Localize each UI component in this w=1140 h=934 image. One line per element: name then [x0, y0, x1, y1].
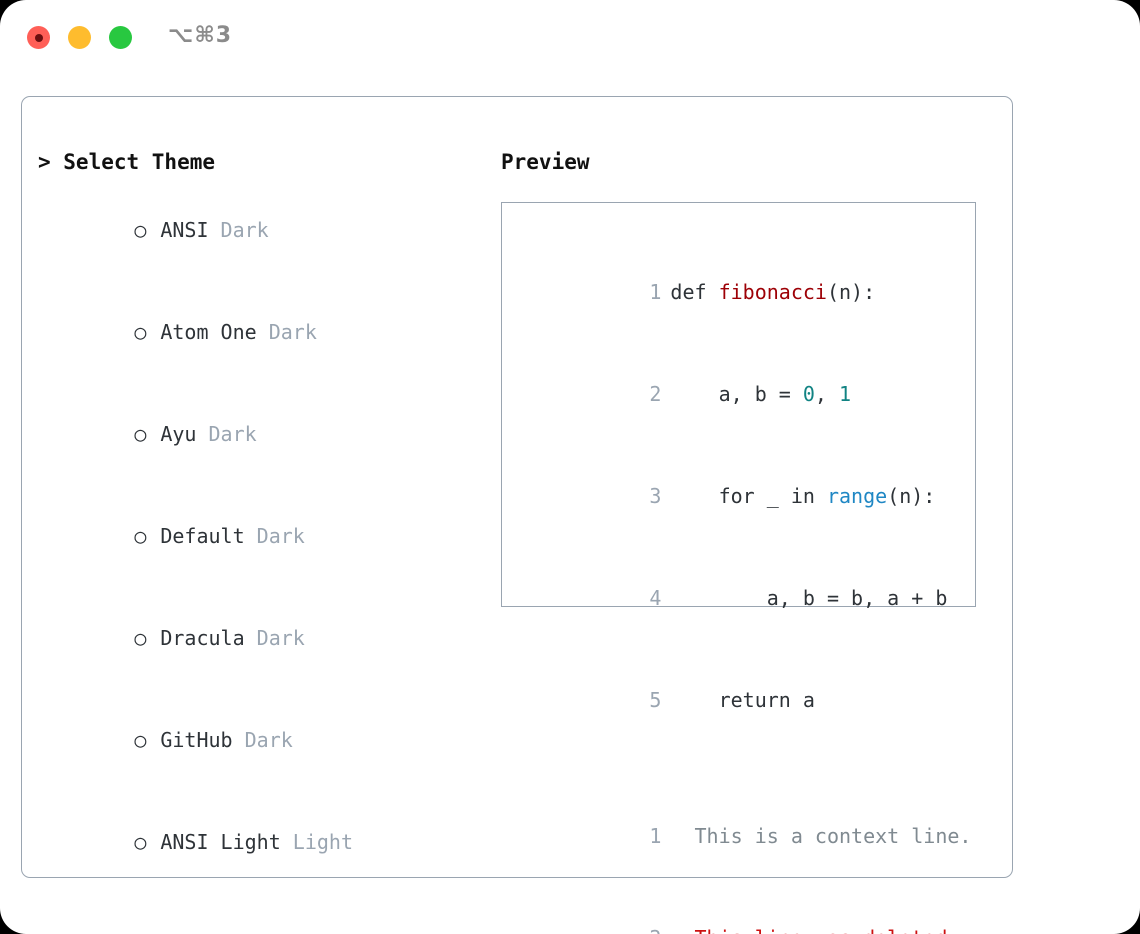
code-diff-spacer — [502, 751, 975, 785]
theme-variant: Dark — [268, 320, 317, 344]
radio-icon[interactable]: ○ — [134, 626, 147, 650]
theme-variant: Light — [281, 932, 341, 934]
code-token-function: fibonacci — [718, 280, 827, 304]
minimize-button[interactable] — [68, 26, 91, 49]
theme-name: Ayu Light — [160, 932, 268, 934]
radio-icon[interactable]: ○ — [134, 422, 147, 446]
preview-header: Preview — [501, 150, 590, 174]
content-panel: > Select Theme ○ ANSI Dark ○ Atom One Dark… — [21, 96, 1013, 934]
radio-icon[interactable]: ○ — [134, 218, 147, 242]
diff-marker-minus: - — [670, 926, 694, 934]
radio-icon[interactable]: ○ — [134, 728, 147, 752]
code-line: 5 return a — [502, 649, 975, 751]
code-token-number: 0 — [802, 382, 815, 406]
line-number: 2 — [649, 382, 662, 406]
theme-variant: Dark — [244, 728, 293, 752]
code-line: 2 a, b = 0, 1 — [502, 343, 975, 445]
theme-name: Dracula — [160, 626, 245, 650]
line-number: 4 — [649, 586, 662, 610]
theme-variant: Dark — [220, 218, 269, 242]
diff-text: This is a context line. — [694, 824, 972, 848]
code-line: 4 a, b = b, a + b — [502, 547, 975, 649]
code-token: def — [670, 280, 719, 304]
theme-option[interactable]: ○ Atom One Dark — [38, 281, 478, 383]
code-line: 1 def fibonacci(n): — [502, 241, 975, 343]
diff-line-context: 1 This is a context line. — [502, 785, 975, 887]
code-token: a, b = — [670, 382, 803, 406]
theme-name: ANSI — [160, 218, 209, 242]
code-token: , — [814, 382, 840, 406]
diff-line-deleted: 2 - This line was deleted. — [502, 887, 975, 934]
theme-variant: Dark — [256, 524, 305, 548]
code-token: (n): — [826, 280, 876, 304]
radio-icon[interactable]: ○ — [134, 830, 147, 854]
traffic-lights — [27, 26, 132, 49]
code-token: a, b = b, a + b — [670, 586, 948, 610]
radio-icon[interactable]: ○ — [134, 524, 147, 548]
theme-option[interactable]: ○ GitHub Dark — [38, 689, 478, 791]
diff-marker — [670, 824, 694, 848]
radio-icon[interactable]: ○ — [134, 927, 160, 934]
theme-option[interactable]: ○ Default Dark — [38, 485, 478, 587]
theme-name: Atom One — [160, 320, 257, 344]
theme-variant: Light — [292, 830, 354, 854]
theme-name: GitHub — [160, 728, 233, 752]
line-number: 2 — [633, 921, 661, 934]
code-token: for _ in — [670, 484, 827, 508]
theme-option[interactable]: ○ ANSI Dark — [38, 179, 478, 281]
line-number: 5 — [649, 688, 662, 712]
theme-option[interactable]: ○Ayu Light Light — [38, 893, 478, 934]
theme-variant: Dark — [208, 422, 257, 446]
code-line: 3 for _ in range(n): — [502, 445, 975, 547]
line-number: 3 — [649, 484, 662, 508]
line-number: 1 — [649, 280, 662, 304]
maximize-button[interactable] — [109, 26, 132, 49]
select-theme-header: > Select Theme — [38, 150, 216, 174]
theme-option[interactable]: ○ Dracula Dark — [38, 587, 478, 689]
theme-option[interactable]: ○ Ayu Dark — [38, 383, 478, 485]
theme-name: Default — [160, 524, 245, 548]
theme-picker-column: > Select Theme ○ ANSI Dark ○ Atom One Dark… — [38, 145, 478, 934]
theme-option[interactable]: ○ ANSI Light Light — [38, 791, 478, 893]
diff-text: This line was deleted. — [695, 926, 960, 934]
line-number: 1 — [649, 824, 662, 848]
code-token: (n): — [887, 484, 936, 508]
code-token-call: range — [826, 484, 888, 508]
theme-name: ANSI Light — [160, 830, 281, 854]
close-button[interactable] — [27, 26, 50, 49]
radio-icon[interactable]: ○ — [134, 320, 147, 344]
code-token: return a — [670, 688, 815, 712]
theme-variant: Dark — [256, 626, 305, 650]
keyboard-shortcut-label: ⌥⌘3 — [168, 23, 233, 48]
code-token-number: 1 — [839, 382, 852, 406]
theme-name: Ayu — [160, 422, 197, 446]
title-bar: ⌥⌘3 — [0, 0, 1140, 76]
